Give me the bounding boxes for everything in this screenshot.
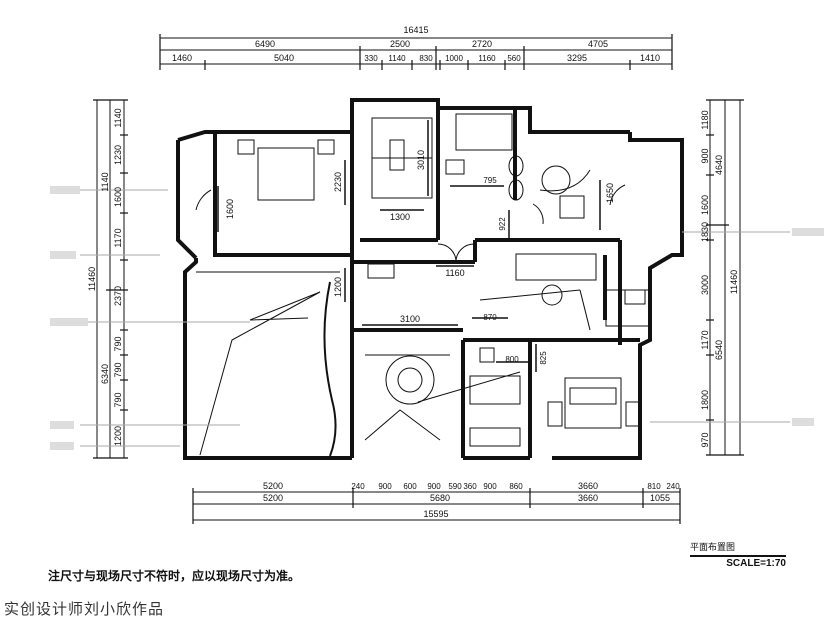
dim-bottom-row1: 900 bbox=[483, 482, 497, 491]
dim-bottom-row1: 900 bbox=[427, 482, 441, 491]
dim-top-row2: 1160 bbox=[478, 54, 496, 63]
dim-interior: 3010 bbox=[416, 150, 426, 170]
dim-top-row1: 6490 bbox=[255, 39, 275, 49]
dim-interior: 2230 bbox=[333, 172, 343, 192]
dim-top-row2: 330 bbox=[364, 54, 378, 63]
dim-bottom-row2: 3660 bbox=[578, 493, 598, 503]
dim-bottom-row1: 3660 bbox=[578, 481, 598, 491]
dim-interior: 1650 bbox=[605, 183, 615, 203]
dim-interior: 1200 bbox=[333, 277, 343, 297]
dim-left-outer: 1140 bbox=[113, 108, 123, 127]
dim-bottom-row1: 360 bbox=[463, 482, 477, 491]
dim-top-row2: 5040 bbox=[274, 53, 294, 63]
dim-bottom-row2: 1055 bbox=[650, 493, 670, 503]
dim-interior: 1300 bbox=[390, 212, 410, 222]
dim-bottom-row1: 900 bbox=[378, 482, 392, 491]
dim-top-row1: 2720 bbox=[472, 39, 492, 49]
dim-right-mid: 6540 bbox=[714, 340, 724, 360]
dim-right-inner: 1180 bbox=[700, 110, 710, 129]
dim-bottom-row2: 5680 bbox=[430, 493, 450, 503]
dim-bottom-row1: 5200 bbox=[263, 481, 283, 491]
dim-left-outer: 1230 bbox=[113, 145, 123, 165]
title-block: 平面布置图 SCALE=1:70 bbox=[690, 543, 786, 569]
dim-bottom-row2: 5200 bbox=[263, 493, 283, 503]
dim-top-row2: 1000 bbox=[445, 54, 463, 63]
dim-interior: 800 bbox=[505, 355, 519, 364]
dim-left-outer: 790 bbox=[113, 392, 123, 407]
dim-bottom-row1: 810 bbox=[647, 482, 661, 491]
dim-left-outer: 1600 bbox=[113, 187, 123, 207]
dim-top-row1: 4705 bbox=[588, 39, 608, 49]
dim-top-row1: 2500 bbox=[390, 39, 410, 49]
site-dimension-note: 注尺寸与现场尺寸不符时，应以现场尺寸为准。 bbox=[48, 569, 301, 583]
dim-interior: 870 bbox=[483, 313, 497, 322]
dim-left-outer: 1170 bbox=[113, 228, 123, 247]
drawing-scale: SCALE=1:70 bbox=[726, 558, 786, 569]
dim-right-inner: 900 bbox=[700, 148, 710, 163]
dim-interior: 1160 bbox=[445, 268, 464, 278]
dim-left-inner: 6340 bbox=[100, 364, 110, 384]
dim-left-outer: 1200 bbox=[113, 426, 123, 446]
dim-interior: 922 bbox=[498, 217, 507, 231]
dim-interior: 1600 bbox=[225, 199, 235, 219]
dim-left-inner: 11460 bbox=[87, 267, 97, 291]
title-rule bbox=[690, 555, 786, 557]
dim-right-inner: 970 bbox=[700, 432, 710, 447]
dim-right-total: 11460 bbox=[729, 270, 739, 294]
dim-left-outer: 1140 bbox=[100, 172, 110, 191]
dim-top-row2: 560 bbox=[507, 54, 521, 63]
dim-top-row2: 1460 bbox=[172, 53, 192, 63]
dim-interior: 3100 bbox=[400, 314, 420, 324]
dim-top-row2: 1140 bbox=[388, 54, 406, 63]
dim-right-inner: 1830 bbox=[700, 222, 710, 242]
dim-top-row2: 3295 bbox=[567, 53, 587, 63]
dim-bottom-total: 15595 bbox=[423, 509, 448, 519]
dim-bottom-row1: 240 bbox=[351, 482, 365, 491]
dim-top-row2: 1410 bbox=[640, 53, 660, 63]
dim-right-inner: 1800 bbox=[700, 390, 710, 410]
designer-credit: 实创设计师刘小欣作品 bbox=[4, 600, 165, 618]
dim-right-inner: 1600 bbox=[700, 195, 710, 215]
dim-interior: 795 bbox=[483, 176, 497, 185]
dim-left-outer: 790 bbox=[113, 362, 123, 377]
dim-right-inner: 1170 bbox=[700, 330, 710, 349]
dim-left-outer: 790 bbox=[113, 336, 123, 351]
dim-left-outer: 2370 bbox=[113, 286, 123, 306]
dim-interior: 825 bbox=[539, 351, 548, 365]
dim-right-inner: 3000 bbox=[700, 275, 710, 295]
dim-top-row2: 830 bbox=[419, 54, 433, 63]
dim-bottom-row1: 860 bbox=[509, 482, 523, 491]
dim-top-total: 16415 bbox=[403, 25, 428, 35]
dim-bottom-row1: 600 bbox=[403, 482, 417, 491]
dim-bottom-row1: 590 bbox=[448, 482, 462, 491]
dim-right-mid: 4640 bbox=[714, 155, 724, 175]
dim-bottom-row1: 240 bbox=[666, 482, 680, 491]
drawing-title: 平面布置图 bbox=[690, 543, 736, 553]
